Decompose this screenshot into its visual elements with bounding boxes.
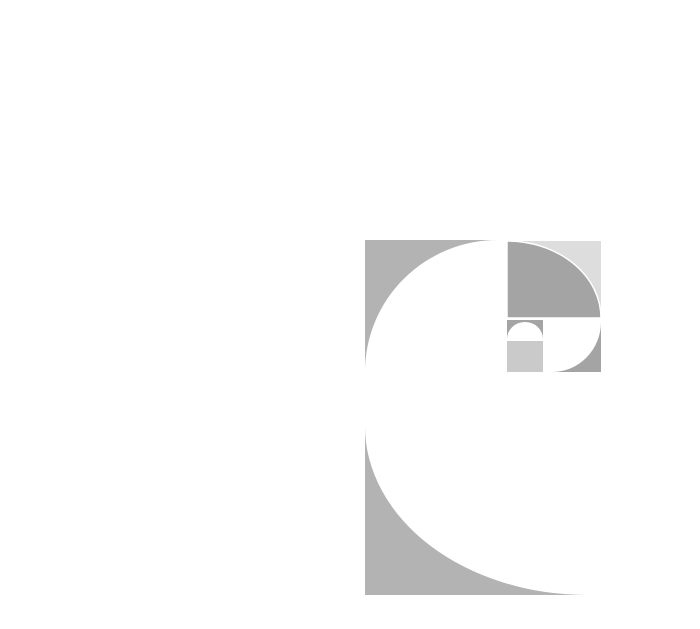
- small-bottom-square: [507, 341, 543, 372]
- top-left-spiral-segment: [365, 240, 498, 372]
- bottom-right-spiral-segment: [552, 322, 601, 372]
- small-spiral-dome: [507, 322, 543, 339]
- bottom-left-spiral-segment: [365, 426, 587, 595]
- top-right-spiral-segment: [506, 240, 602, 319]
